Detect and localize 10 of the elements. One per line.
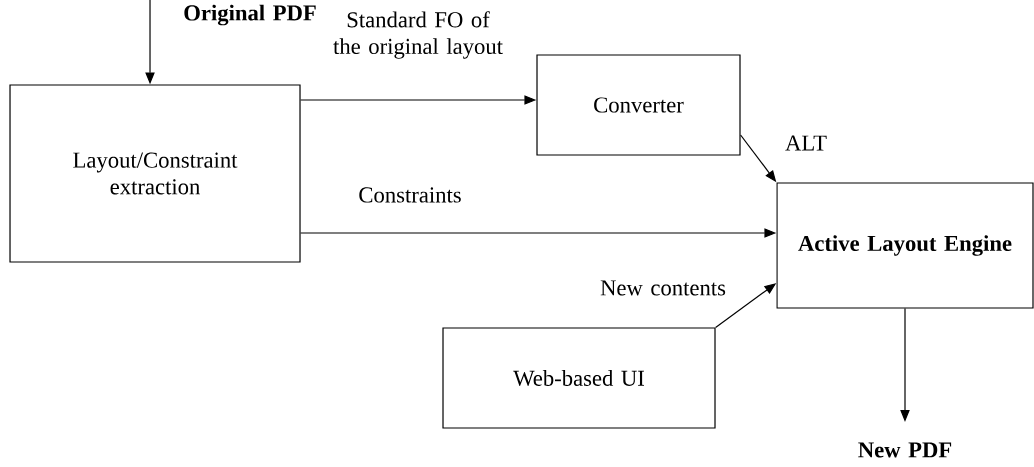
edge-label: ALT (785, 135, 827, 151)
process-box: Active Layout Engine (776, 182, 1034, 309)
edge-label: Standard FO of the original layout (333, 11, 503, 59)
edge-label: Constraints (359, 187, 461, 203)
process-box: Web-based UI (442, 327, 716, 429)
edge-label: New contents (600, 280, 726, 296)
edge-label: New PDF (858, 442, 952, 458)
process-box: Converter (536, 54, 741, 156)
process-box: Layout/Constraint extraction (9, 84, 301, 263)
edge-label: Original PDF (184, 4, 316, 26)
